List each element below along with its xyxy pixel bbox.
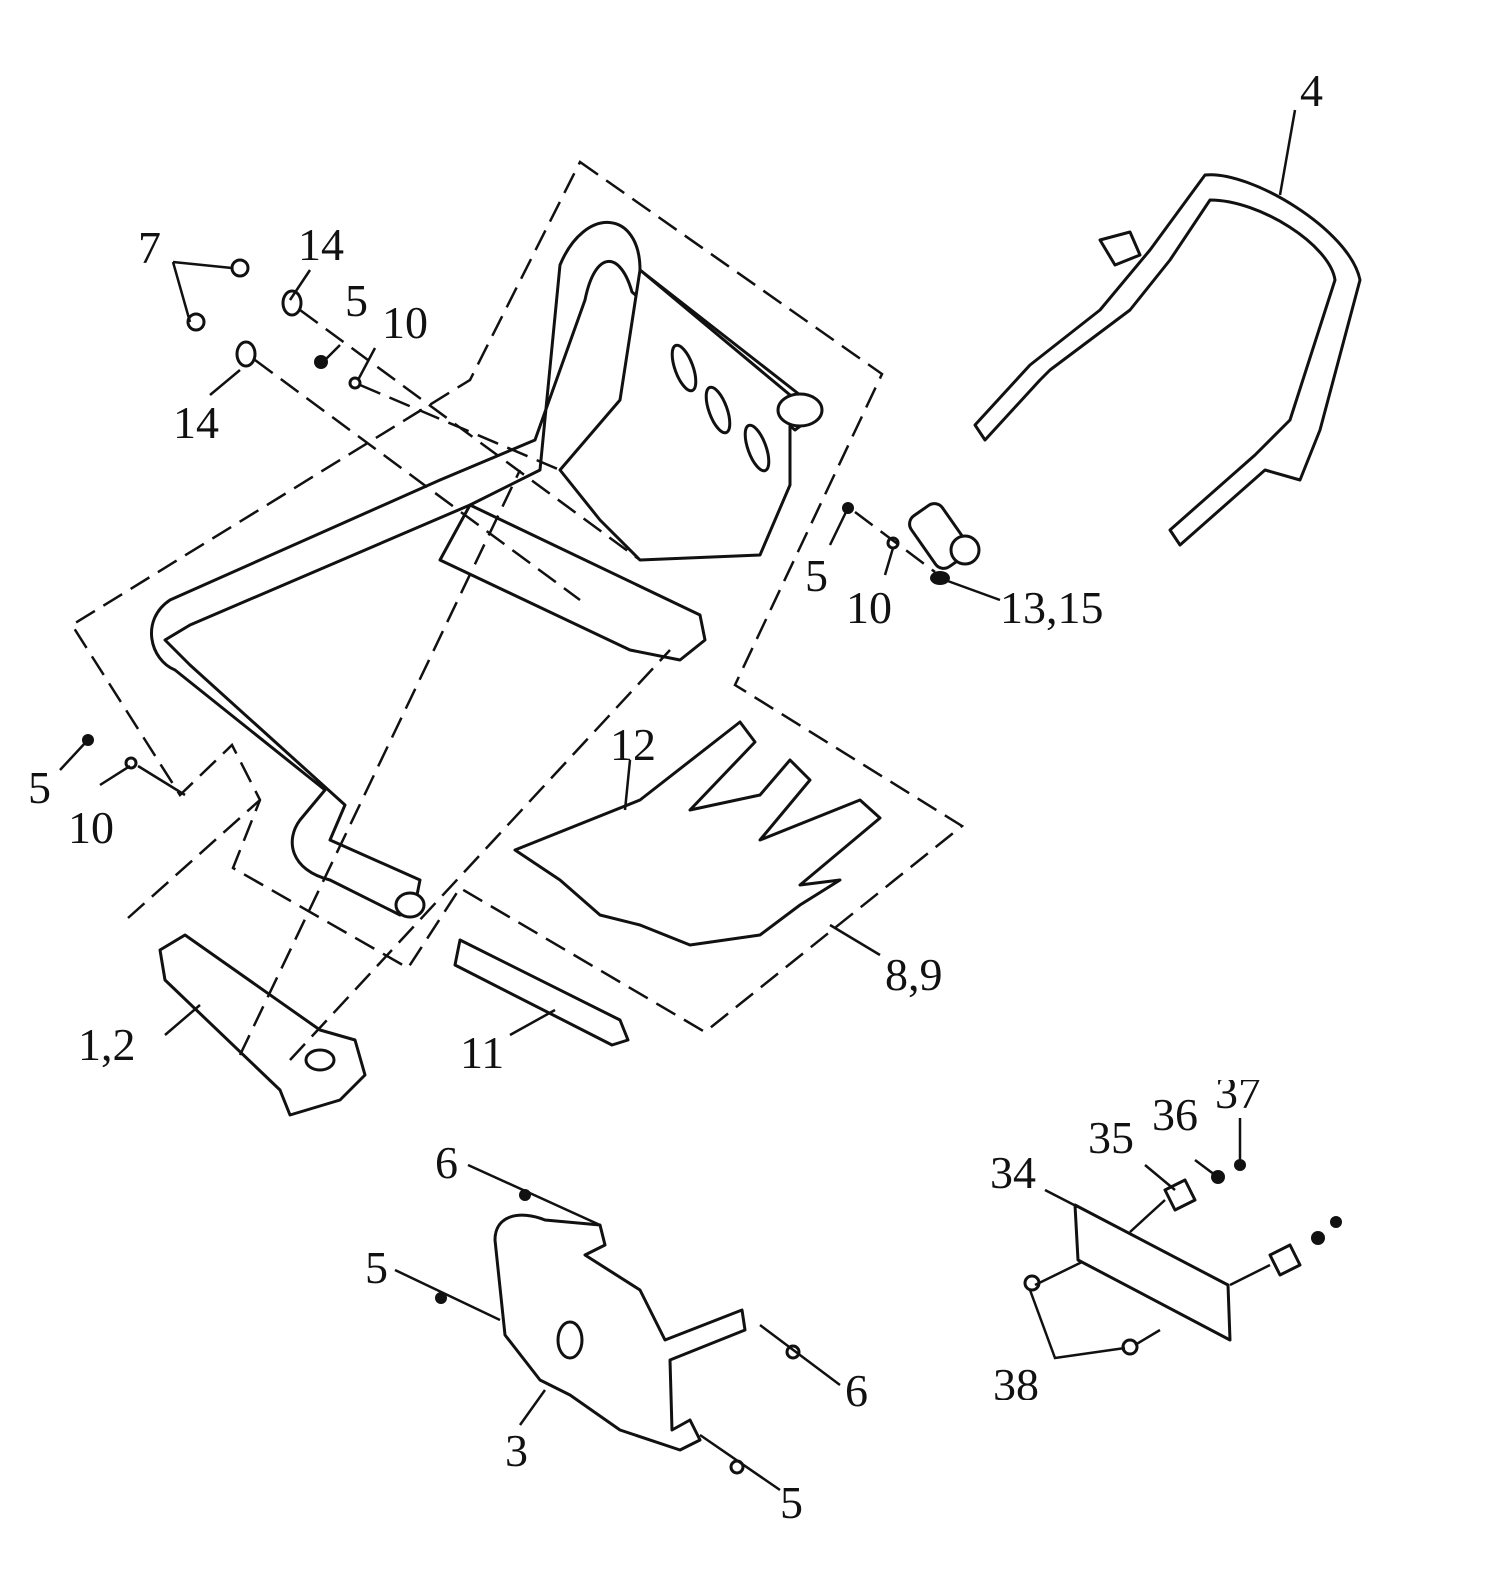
callout-5-left: 5	[28, 762, 51, 813]
callout-4: 4	[1300, 65, 1323, 116]
callout-7: 7	[138, 222, 161, 273]
callout-10-right: 10	[846, 582, 892, 633]
callout-37: 37	[1215, 1067, 1261, 1118]
assembly-boundary	[70, 160, 965, 1034]
callout-11: 11	[460, 1027, 505, 1078]
callout-6-top: 6	[435, 1137, 458, 1188]
callout-12: 12	[610, 719, 656, 770]
callout-13-15: 13,15	[1000, 582, 1104, 633]
front-guard	[493, 1213, 747, 1452]
callout-10-top: 10	[382, 297, 428, 348]
license-plate-bracket	[1023, 1159, 1342, 1356]
callout-5-guard-left: 5	[365, 1242, 388, 1293]
callout-35: 35	[1088, 1112, 1134, 1163]
callout-5-top: 5	[345, 275, 368, 326]
callout-3: 3	[505, 1425, 528, 1476]
callout-5-guard-bottom: 5	[780, 1477, 803, 1528]
main-frame	[150, 221, 824, 919]
rear-grab-bar	[973, 173, 1362, 547]
footpeg-boundary	[127, 799, 261, 919]
footpeg	[158, 933, 367, 1117]
callout-14-lower: 14	[173, 397, 219, 448]
callout-8-9: 8,9	[885, 949, 943, 1000]
callout-38: 38	[993, 1359, 1039, 1410]
callout-34: 34	[990, 1147, 1036, 1198]
skid-plate	[453, 720, 882, 1047]
callout-6-right: 6	[845, 1365, 868, 1416]
callout-1-2: 1,2	[78, 1019, 136, 1070]
callout-36: 36	[1152, 1089, 1198, 1140]
bushing-bracket	[908, 502, 981, 585]
callout-5-right: 5	[805, 550, 828, 601]
leader-lines	[59, 109, 1297, 1492]
callout-14-upper: 14	[298, 219, 344, 270]
callout-10-left: 10	[68, 802, 114, 853]
